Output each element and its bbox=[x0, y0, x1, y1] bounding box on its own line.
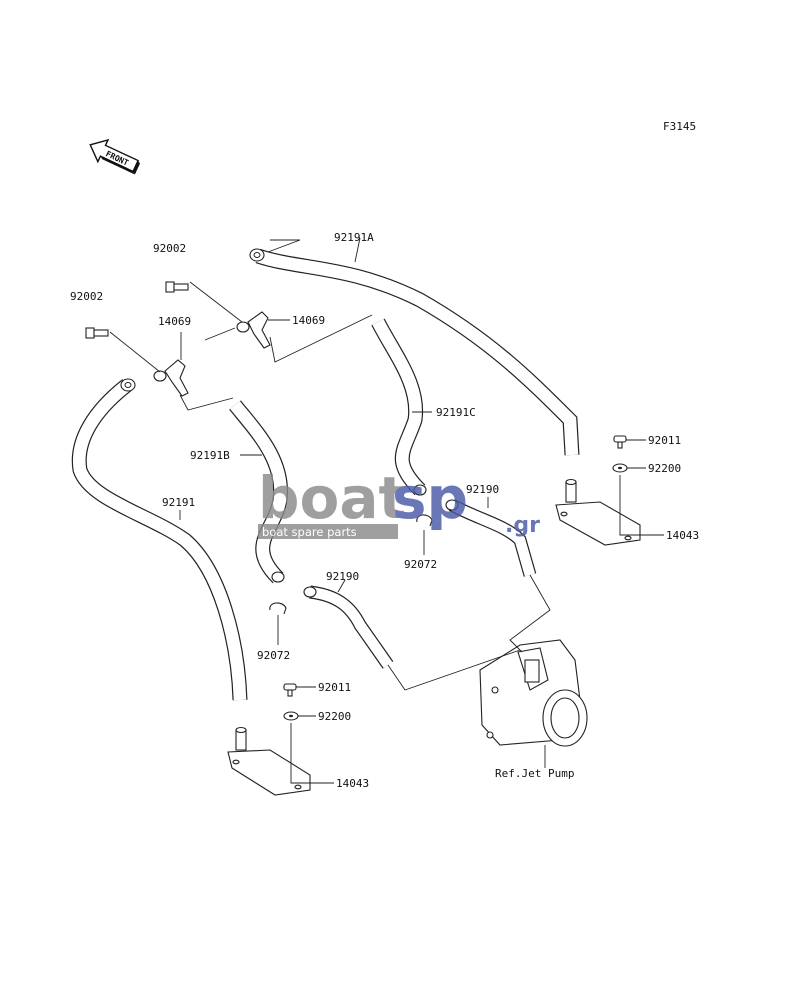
bracket-14043-left bbox=[227, 726, 311, 796]
label-92002-top: 92002 bbox=[153, 242, 186, 255]
hose-92191C bbox=[371, 318, 427, 496]
label-92072-right: 92072 bbox=[404, 558, 437, 571]
label-92190-right: 92190 bbox=[466, 483, 499, 496]
hose-92190-mid bbox=[303, 585, 394, 669]
clamp-14069-right bbox=[236, 311, 271, 349]
bolt-92002-left bbox=[85, 327, 109, 339]
label-92191: 92191 bbox=[162, 496, 195, 509]
figure-code: F3145 bbox=[663, 120, 696, 133]
label-92011-right: 92011 bbox=[648, 434, 681, 447]
label-14043-left: 14043 bbox=[336, 777, 369, 790]
label-92072-left: 92072 bbox=[257, 649, 290, 662]
watermark-tagline: boat spare parts bbox=[262, 525, 357, 539]
front-arrow-icon: FRONT bbox=[89, 138, 140, 175]
label-92011-left: 92011 bbox=[318, 681, 351, 694]
label-92190-mid: 92190 bbox=[326, 570, 359, 583]
leader-lines bbox=[109, 237, 664, 784]
hose-92191A bbox=[249, 248, 580, 456]
jet-pump bbox=[479, 639, 588, 747]
label-92002-left: 92002 bbox=[70, 290, 103, 303]
watermark-tagline-bar bbox=[258, 524, 398, 539]
label-92191C: 92191C bbox=[436, 406, 476, 419]
label-92191B: 92191B bbox=[190, 449, 230, 462]
washer-92200-right bbox=[612, 463, 628, 473]
label-14069-right: 14069 bbox=[292, 314, 325, 327]
watermark-brand-accent: sp bbox=[392, 464, 468, 532]
hose-92191 bbox=[71, 378, 248, 701]
label-92200-right: 92200 bbox=[648, 462, 681, 475]
label-14043-right: 14043 bbox=[666, 529, 699, 542]
clip-92072-left bbox=[269, 602, 287, 615]
screw-92011-left bbox=[283, 683, 297, 697]
bracket-14043-right bbox=[555, 478, 641, 546]
bolt-92002-top bbox=[165, 281, 189, 293]
label-92200-left: 92200 bbox=[318, 710, 351, 723]
hose-92190-right bbox=[445, 499, 537, 577]
watermark-logo: boat sp .gr boat spare parts bbox=[258, 464, 540, 539]
label-ref-jet-pump: Ref.Jet Pump bbox=[495, 767, 574, 780]
washer-92200-left bbox=[283, 711, 299, 721]
clamp-14069-left bbox=[153, 359, 189, 397]
watermark-brand-main: boat bbox=[258, 464, 406, 532]
hose-92191B bbox=[229, 400, 289, 584]
watermark-tld: .gr bbox=[505, 513, 540, 538]
label-92191A: 92191A bbox=[334, 231, 374, 244]
label-14069-left: 14069 bbox=[158, 315, 191, 328]
clip-92072-right bbox=[416, 514, 433, 527]
screw-92011-right bbox=[613, 435, 627, 449]
